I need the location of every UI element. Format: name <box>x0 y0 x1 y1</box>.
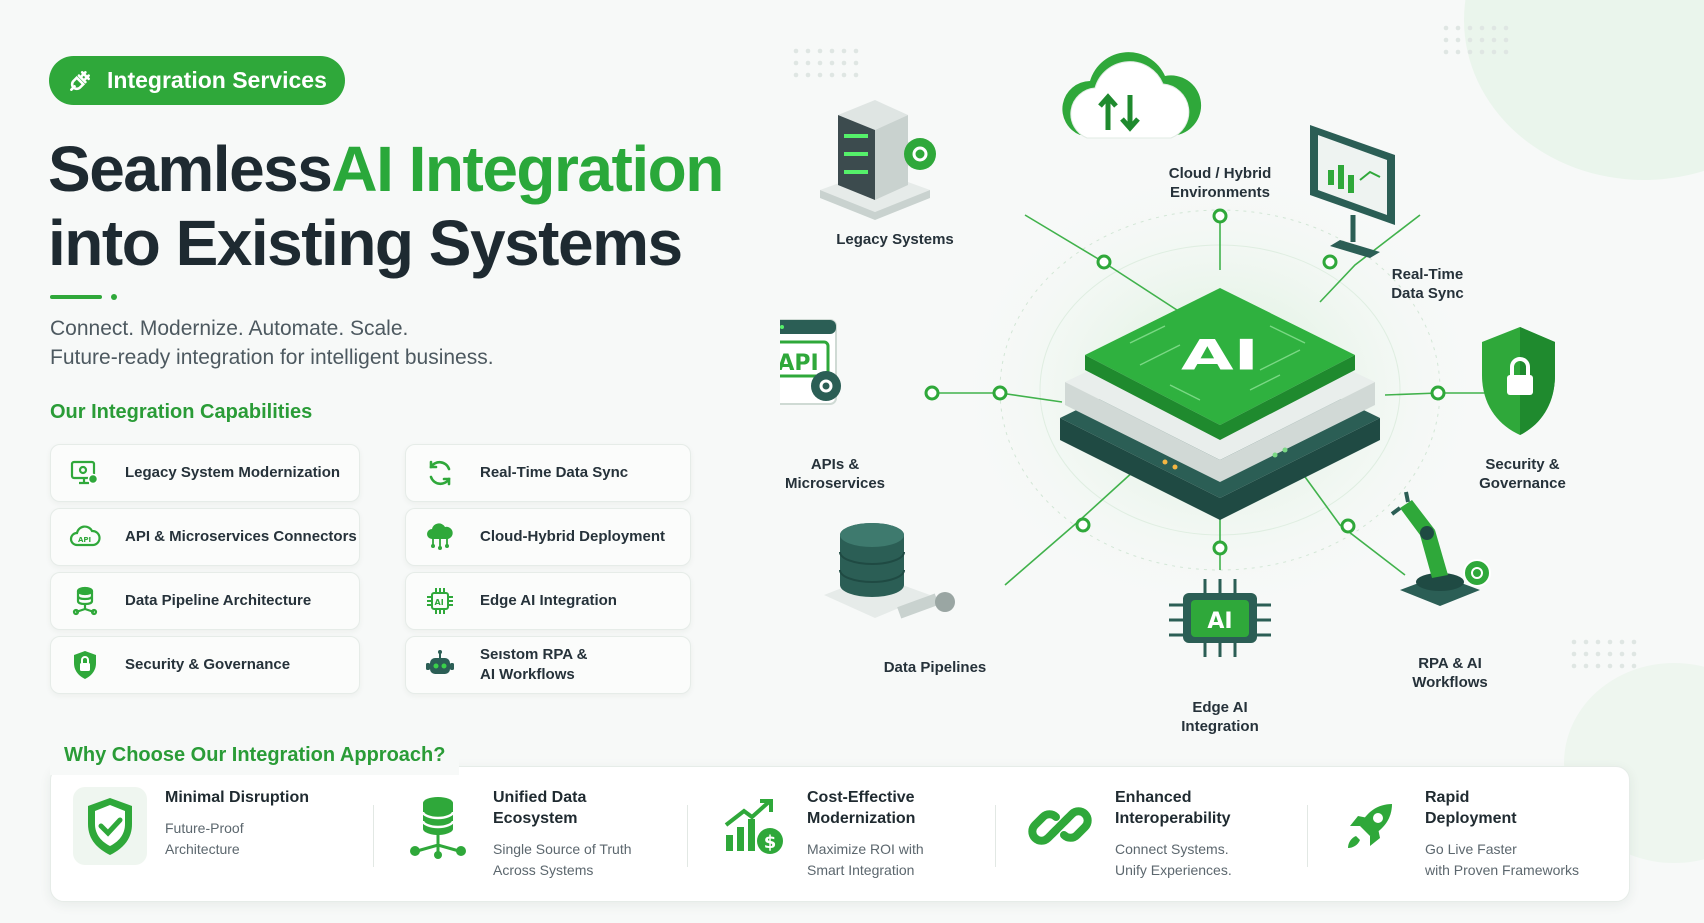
why-desc: Future-Proof Architecture <box>165 820 244 857</box>
node-label-rpa: RPA & AI Workflows <box>1412 655 1488 691</box>
dashboard-monitor-icon <box>1310 125 1395 258</box>
why-choose-panel: Minimal Disruption Future-Proof Architec… <box>50 766 1630 902</box>
why-desc: Single Source of Truth Across Systems <box>493 841 632 878</box>
ai-chip-icon: AI <box>1169 579 1271 657</box>
why-title: Unified Data Ecosystem <box>493 789 587 827</box>
why-divider <box>687 805 688 867</box>
database-network-icon <box>410 797 466 859</box>
why-desc: Connect Systems. Unify Experiences. <box>1115 841 1232 878</box>
node-label-cloud: Cloud / Hybrid Environments <box>1168 165 1272 201</box>
node-label-security: Security & Governance <box>1479 456 1566 492</box>
hub-label: AI <box>1181 331 1259 380</box>
api-cloud-icon: API <box>69 525 101 547</box>
capability-data-pipeline[interactable]: Data Pipeline Architecture <box>50 572 360 630</box>
shield-lock-icon <box>74 651 96 679</box>
why-title: Enhanced Interoperability <box>1115 789 1231 827</box>
why-title: Cost-Effective Modernization <box>807 789 916 827</box>
cloud-updown-icon <box>1062 52 1202 139</box>
svg-text:$: $ <box>764 832 777 853</box>
capability-realtime-sync[interactable]: Real-Time Data Sync <box>405 444 691 502</box>
page-title: SeamlessAI Integration into Existing Sys… <box>48 132 808 280</box>
chip-text: AI <box>1207 609 1232 634</box>
chain-link-icon <box>1028 807 1092 845</box>
ai-hub: AI <box>1060 288 1380 520</box>
why-item-interoperability: Enhanced Interoperability Connect System… <box>1023 787 1313 887</box>
title-underline-dot <box>111 294 117 300</box>
capability-label: API & Microservices Connectors <box>125 528 357 545</box>
subtitle-line1: Connect. Modernize. Automate. Scale. <box>50 317 409 340</box>
why-item-unified-data: Unified Data Ecosystem Single Source of … <box>401 787 691 887</box>
why-item-cost-effective: $ Cost-Effective Modernization Maximize … <box>715 787 1005 887</box>
shield-lock-icon <box>1482 327 1555 435</box>
server-gear-icon <box>820 100 936 220</box>
title-part1: Seamless <box>48 133 333 205</box>
badge-label: Integration Services <box>107 67 327 93</box>
capability-label: Security & Governance <box>125 656 291 673</box>
title-line2: into Existing Systems <box>48 207 683 279</box>
capability-label: Cloud-Hybrid Deployment <box>480 528 666 545</box>
why-item-rapid-deployment: Rapid Deployment Go Live Faster with Pro… <box>1333 787 1623 887</box>
svg-text:API: API <box>78 536 91 544</box>
title-part2: AI Integration <box>331 133 724 205</box>
monitor-gear-icon <box>70 460 99 485</box>
why-item-minimal-disruption: Minimal Disruption Future-Proof Architec… <box>73 787 373 887</box>
why-divider <box>995 805 996 867</box>
capability-label: Seıstom RPA & AI Workflows <box>480 646 588 683</box>
capabilities-heading: Our Integration Capabilities <box>50 401 313 423</box>
why-desc: Go Live Faster with Proven Frameworks <box>1425 841 1580 878</box>
why-heading: Why Choose Our Integration Approach? <box>50 735 460 775</box>
rocket-icon <box>1348 804 1392 848</box>
growth-chart-dollar-icon: $ <box>724 799 783 854</box>
why-divider <box>373 805 374 867</box>
node-label-realtime: Real-Time Data Sync <box>1391 266 1464 302</box>
api-window-icon: API <box>759 319 841 405</box>
sync-icon <box>429 460 451 486</box>
capability-label: Data Pipeline Architecture <box>125 592 312 609</box>
api-window-text: API <box>780 351 819 376</box>
capability-label: Edge AI Integration <box>480 592 617 609</box>
capability-edge-ai[interactable]: AI Edge AI Integration <box>405 572 691 630</box>
integration-diagram: AI <box>759 30 1640 750</box>
shield-check-icon <box>88 798 132 855</box>
capability-cloud-hybrid[interactable]: Cloud-Hybrid Deployment <box>405 508 691 566</box>
node-label-legacy: Legacy Systems <box>836 231 954 248</box>
plug-icon <box>70 70 90 91</box>
why-divider <box>1307 805 1308 867</box>
capability-api-connectors[interactable]: API API & Microservices Connectors <box>50 508 360 566</box>
svg-text:AI: AI <box>435 598 444 607</box>
capability-security[interactable]: Security & Governance <box>50 636 360 694</box>
node-label-pipelines: Data Pipelines <box>883 659 987 676</box>
why-desc: Maximize ROI with Smart Integration <box>807 841 924 878</box>
robot-icon <box>426 650 454 674</box>
capability-label: Legacy System Modernization <box>125 464 341 481</box>
capability-legacy-modernization[interactable]: Legacy System Modernization <box>50 444 360 502</box>
why-title: Rapid Deployment <box>1425 789 1517 827</box>
title-underline <box>50 295 102 299</box>
node-label-apis: APIs & Microservices <box>784 456 886 492</box>
cloud-network-icon <box>427 523 453 550</box>
database-network-icon <box>72 586 98 616</box>
integration-services-badge: Integration Services <box>49 56 345 105</box>
capability-rpa-workflows[interactable]: Seıstom RPA & AI Workflows <box>405 636 691 694</box>
robot-arm-icon <box>1390 491 1491 606</box>
database-pipe-icon <box>824 523 955 619</box>
node-label-edge-ai: Edge AI Integration <box>1181 699 1259 735</box>
subtitle-line2: Future-ready integration for intelligent… <box>50 346 494 369</box>
diagram-graphic: AI <box>759 52 1555 657</box>
why-title: Minimal Disruption <box>165 789 309 806</box>
capability-label: Real-Time Data Sync <box>480 464 629 481</box>
subtitle: Connect. Modernize. Automate. Scale. Fut… <box>50 314 494 372</box>
ai-chip-icon: AI <box>427 588 453 614</box>
